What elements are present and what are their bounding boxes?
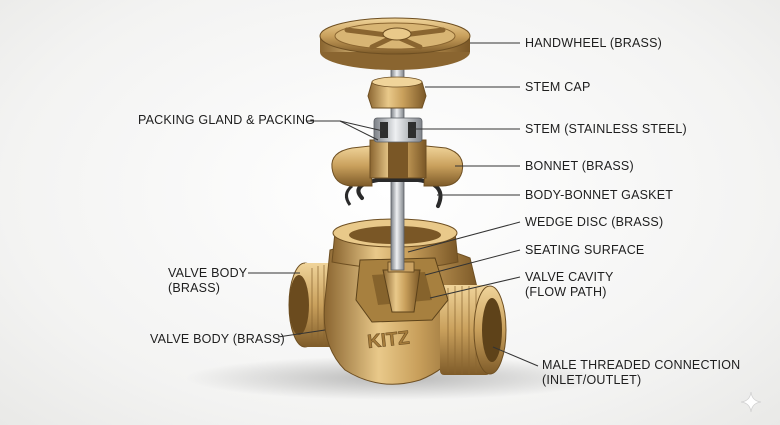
label-packing-gland: PACKING GLAND & PACKING xyxy=(138,113,316,127)
sparkle-icon xyxy=(740,391,762,413)
label-valve-body-1: VALVE BODY (BRASS) xyxy=(168,266,248,295)
leader-lines xyxy=(248,42,539,367)
label-handwheel: HANDWHEEL (BRASS) xyxy=(525,36,662,50)
label-seating-surface: SEATING SURFACE xyxy=(525,243,645,257)
label-wedge-disc: WEDGE DISC (BRASS) xyxy=(525,215,664,229)
handwheel xyxy=(319,17,471,70)
label-valve-body-2: VALVE BODY (BRASS) xyxy=(150,332,285,346)
label-gasket: BODY-BONNET GASKET xyxy=(525,188,674,202)
label-valve-cavity: VALVE CAVITY (FLOW PATH) xyxy=(525,270,614,299)
label-male-threaded-connection: MALE THREADED CONNECTION (INLET/OUTLET) xyxy=(542,358,741,387)
stem-cap xyxy=(367,76,427,109)
brand-mark: KITZ xyxy=(366,328,411,353)
packing-gland xyxy=(373,117,423,143)
label-stem-cap: STEM CAP xyxy=(525,80,591,94)
body-bonnet-gasket xyxy=(356,178,443,208)
bonnet xyxy=(331,139,464,187)
label-bonnet: BONNET (BRASS) xyxy=(525,159,634,173)
label-stem: STEM (STAINLESS STEEL) xyxy=(525,122,687,136)
